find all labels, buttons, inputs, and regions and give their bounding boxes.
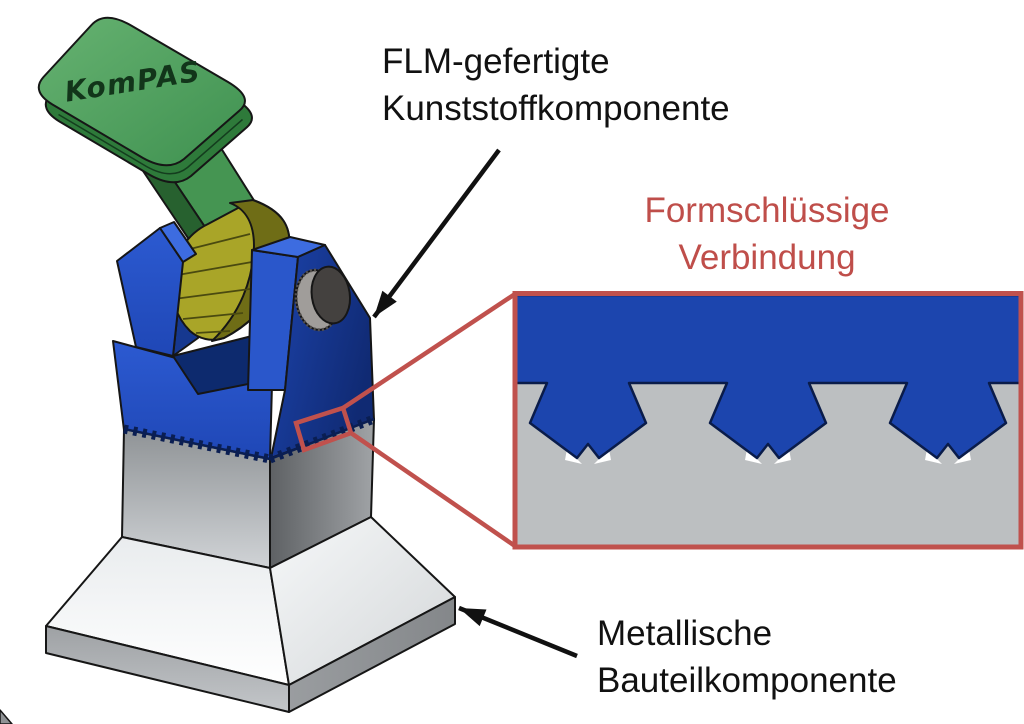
detail-inset: [512, 291, 1024, 550]
cad-model: KomPAS: [0, 16, 456, 724]
label-form-fit-connection: Formschlüssige Verbindung: [553, 187, 981, 281]
label-connection-line2: Verbindung: [678, 238, 856, 277]
annotation-arrows: [372, 148, 578, 659]
knob-chamfer-edge: [58, 113, 243, 175]
knob-top-face: [37, 16, 246, 167]
arrow-to-metal-component: [458, 605, 578, 659]
green-knob: KomPAS: [37, 16, 253, 184]
base-plate: [45, 596, 456, 713]
label-plastic-line2: Kunststoffkomponente: [382, 89, 730, 128]
pivot-pin: [294, 265, 352, 332]
inset-plastic-region-dovetails: [514, 293, 1022, 460]
detail-callout: [293, 291, 1024, 550]
bracket-left-prong-top: [159, 221, 197, 263]
inset-border: [512, 291, 1024, 550]
label-metal-line1: Metallische: [597, 614, 773, 653]
label-plastic-line1: FLM-gefertigte: [382, 42, 610, 81]
corner-fragment: [0, 709, 13, 724]
toothed-interface: [123, 414, 376, 464]
label-metal-component: Metallische Bauteilkomponente: [597, 610, 897, 704]
label-metal-line2: Bauteilkomponente: [597, 661, 897, 700]
arrow-to-plastic-component: [372, 148, 501, 319]
callout-line-top: [341, 292, 517, 410]
label-plastic-component: FLM-gefertigte Kunststoffkomponente: [382, 38, 730, 132]
callout-line-bottom: [349, 431, 517, 548]
label-connection-line1: Formschlüssige: [644, 191, 890, 230]
